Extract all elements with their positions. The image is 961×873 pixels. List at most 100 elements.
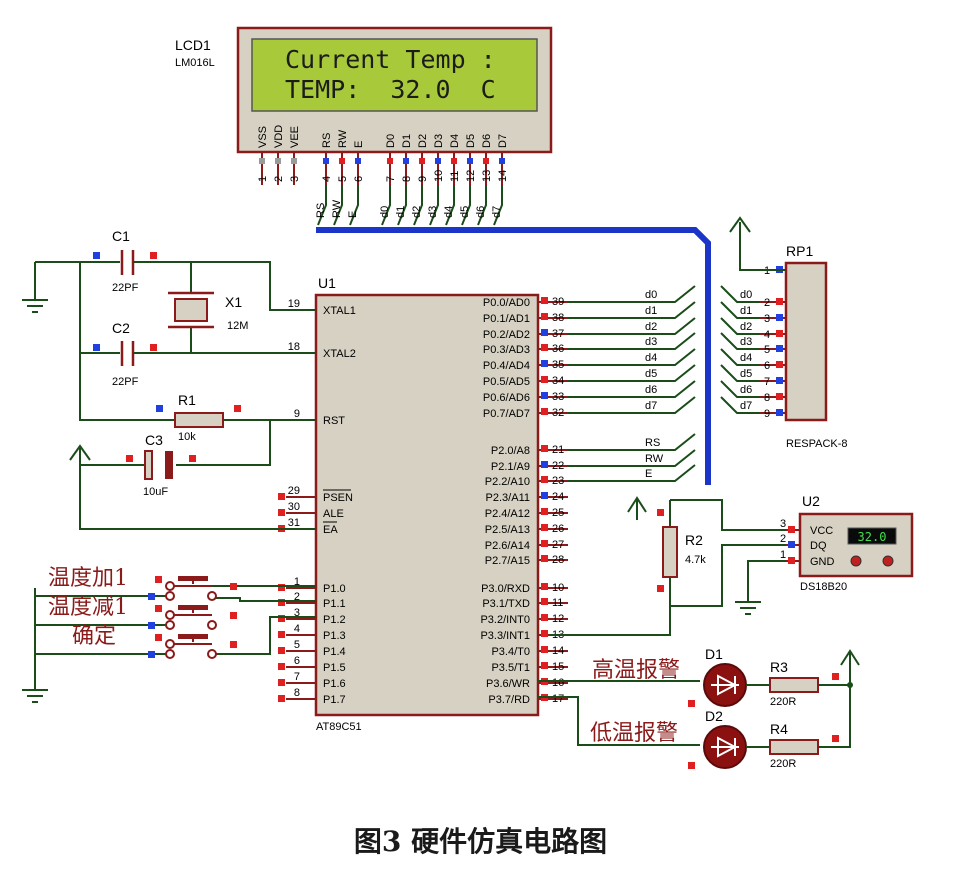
ground-symbol-3 — [735, 601, 761, 615]
x1-ref: X1 — [225, 294, 242, 310]
mcu-pin-number: 17 — [552, 693, 564, 705]
mcu-pin-number: 9 — [294, 408, 300, 420]
mcu-pin-name: P3.1/TXD — [482, 598, 530, 610]
lcd-pin-name: D1 — [401, 134, 413, 148]
net-label: RS — [645, 437, 660, 449]
u2-pin-number: 3 — [780, 518, 786, 530]
mcu-pin-name: P2.5/A13 — [485, 524, 530, 536]
mcu-pin-number: 6 — [294, 655, 300, 667]
net-label: d5 — [645, 368, 657, 380]
rp1-pin-number: 7 — [764, 376, 770, 388]
mcu-pin-number: 29 — [288, 485, 300, 497]
mcu-pin-name: P3.3/INT1 — [480, 630, 530, 642]
lcd-pin-number: 8 — [401, 176, 413, 182]
lcd-pin-number: 9 — [417, 176, 429, 182]
lcd-pin-number: 4 — [321, 176, 333, 182]
mcu-pin-name: P1.0 — [323, 583, 346, 595]
mcu-pin-name: P3.7/RD — [488, 694, 530, 706]
r4-value: 220R — [770, 758, 796, 770]
mcu-pin-name: P3.0/RXD — [481, 583, 530, 595]
mcu-pin-name: P0.0/AD0 — [483, 297, 530, 309]
mcu-model: AT89C51 — [316, 721, 362, 733]
u2-ref: U2 — [802, 493, 820, 509]
mcu-pin-number: 8 — [294, 687, 300, 699]
mcu-pin-name: P3.6/WR — [486, 678, 530, 690]
mcu-pin-number: 7 — [294, 671, 300, 683]
lcd-pin-number: 11 — [449, 171, 461, 182]
mcu-pin-number: 25 — [552, 507, 564, 519]
x1-value: 12M — [227, 320, 248, 332]
mcu-ref: U1 — [318, 275, 336, 291]
lcd-pin-number: 14 — [497, 170, 509, 182]
high-temp-alarm-label: 高温报警 — [592, 658, 680, 683]
mcu-pin-number: 37 — [552, 328, 564, 340]
mcu-pin-name: P1.6 — [323, 678, 346, 690]
mcu-pin-number: 34 — [552, 375, 564, 387]
net-label: d0 — [645, 289, 657, 301]
rp1-pin-number: 4 — [764, 329, 770, 341]
lcd-pin-number: 13 — [481, 170, 493, 182]
mcu-pin-number: 28 — [552, 554, 564, 566]
r2-ref: R2 — [685, 532, 703, 548]
bus-net-label: d4 — [443, 206, 455, 218]
net-label: E — [645, 468, 652, 480]
mcu-pin-number: 35 — [552, 359, 564, 371]
bus-net-label: RS — [315, 203, 327, 218]
c2-value: 22PF — [112, 376, 139, 388]
mcu-pin-name: P2.0/A8 — [491, 445, 530, 457]
bus-net-label: d5 — [459, 206, 471, 218]
net-label: d6 — [645, 384, 657, 396]
rp1-pin-number: 5 — [764, 344, 770, 356]
net-label: d4 — [740, 352, 752, 364]
c3-value: 10uF — [143, 486, 168, 498]
rp1-pin-number: 3 — [764, 313, 770, 325]
r2-value: 4.7k — [685, 554, 706, 566]
bus-net-label: d7 — [491, 206, 503, 218]
mcu-pin-number: 23 — [552, 475, 564, 487]
lcd-pin-name: RW — [337, 129, 349, 148]
u2-pin-name: VCC — [810, 525, 833, 537]
bus-net-label: d3 — [427, 206, 439, 218]
figure-caption: 图3 硬件仿真电路图 — [353, 825, 608, 858]
mcu-pin-number: 30 — [288, 501, 300, 513]
mcu-pin-name: P3.4/T0 — [491, 646, 530, 658]
r4-ref: R4 — [770, 721, 788, 737]
power-arrow-r2 — [627, 496, 647, 513]
net-label: d7 — [740, 400, 752, 412]
mcu-pin-name: P0.7/AD7 — [483, 408, 530, 420]
power-arrow-rp1 — [729, 216, 751, 233]
lcd-pin-number: 5 — [337, 176, 349, 182]
mcu-pin-number: 2 — [294, 591, 300, 603]
lcd-pin-number: 2 — [273, 176, 285, 182]
mcu-pin-name: P2.6/A14 — [485, 540, 530, 552]
mcu-pin-name: P0.6/AD6 — [483, 392, 530, 404]
mcu-pin-name: PSEN — [323, 492, 353, 504]
bus-net-label: RW — [331, 199, 343, 218]
lcd-ref: LCD1 — [175, 37, 211, 53]
button-label: 温度减1 — [48, 595, 128, 620]
net-label: d3 — [645, 336, 657, 348]
lcd-pin-name: D7 — [497, 134, 509, 148]
bus-net-label: E — [347, 211, 359, 218]
lcd-pin-name: VSS — [257, 126, 269, 148]
rp1-model: RESPACK-8 — [786, 438, 848, 450]
button-label: 温度加1 — [48, 566, 128, 591]
rp1-pin-number: 2 — [764, 297, 770, 309]
mcu-pin-name: P1.2 — [323, 614, 346, 626]
lcd-pin-name: D2 — [417, 134, 429, 148]
mcu-pin-name: P2.7/A15 — [485, 555, 530, 567]
mcu-pin-number: 32 — [552, 407, 564, 419]
bus-net-label: d0 — [379, 206, 391, 218]
net-label: d6 — [740, 384, 752, 396]
r3-value: 220R — [770, 696, 796, 708]
net-label: d7 — [645, 400, 657, 412]
mcu-pin-name: P0.2/AD2 — [483, 329, 530, 341]
mcu-pin-name: P2.3/A11 — [486, 492, 530, 504]
net-label: d4 — [645, 352, 657, 364]
power-arrow-led — [840, 649, 860, 666]
mcu-pin-number: 15 — [552, 661, 564, 673]
c1-value: 22PF — [112, 282, 139, 294]
lcd-pin-name: D5 — [465, 134, 477, 148]
